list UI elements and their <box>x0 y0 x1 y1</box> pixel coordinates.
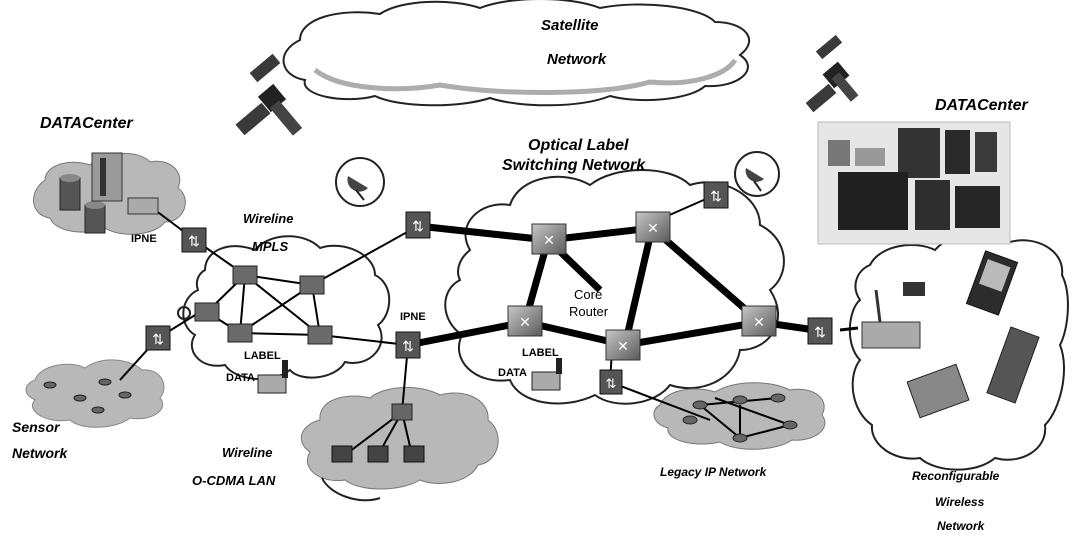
data-left: DATA <box>226 372 255 384</box>
optical-label-line1: Optical Label <box>528 137 629 154</box>
satellite-network-cloud <box>282 0 751 107</box>
svg-text:⇅: ⇅ <box>710 188 722 204</box>
svg-text:✕: ✕ <box>753 314 765 330</box>
wireless-label-line1: Reconfigurable <box>912 469 1000 483</box>
legacy-ip-label: Legacy IP Network <box>660 465 767 479</box>
ocdma-cloud <box>300 386 499 502</box>
satellite-icon-right <box>805 34 859 113</box>
data-right: DATA <box>498 367 527 379</box>
link-wireless-end <box>839 326 859 332</box>
satellite-icon-left <box>235 53 303 136</box>
svg-text:✕: ✕ <box>519 314 531 330</box>
svg-text:⇅: ⇅ <box>188 233 200 249</box>
mpls-label-line2: MPLS <box>252 239 289 254</box>
svg-text:✕: ✕ <box>647 220 659 236</box>
dish-icon-left <box>335 157 385 207</box>
satellite-network-label: Network <box>547 51 607 68</box>
wireless-devices <box>861 250 1040 419</box>
packet-icon-left <box>257 360 288 394</box>
ocdma-label-line2: O-CDMA LAN <box>192 473 276 488</box>
svg-text:✕: ✕ <box>617 338 629 354</box>
sensor-label-line1: Sensor <box>12 419 60 435</box>
svg-text:✕: ✕ <box>543 232 555 248</box>
datacenter-left-label: DATACenter <box>40 115 133 132</box>
sensor-cloud <box>25 359 165 428</box>
wireless-label-line3: Network <box>937 519 985 533</box>
wireless-label-line2: Wireless <box>935 495 985 509</box>
ipne-center-label: IPNE <box>400 311 426 323</box>
optical-label-line2: Switching Network <box>502 157 646 174</box>
sensor-label-line2: Network <box>12 445 68 461</box>
satellite-label: Satellite <box>541 17 599 34</box>
core-router-label-line2: Router <box>569 304 609 319</box>
mpls-router-nodes <box>177 265 333 345</box>
svg-text:⇅: ⇅ <box>412 218 424 234</box>
packet-icon-right <box>531 358 562 391</box>
datacenter-left-servers <box>59 152 159 234</box>
svg-text:⇅: ⇅ <box>402 338 414 354</box>
legacy-ip-nodes <box>682 393 798 443</box>
svg-text:⇅: ⇅ <box>606 376 617 391</box>
dish-icon-right <box>734 151 780 197</box>
optical-switching-cloud <box>444 169 785 405</box>
sensor-nodes <box>43 378 132 414</box>
ipne-left-label: IPNE <box>131 233 157 245</box>
label-left: LABEL <box>244 350 281 362</box>
svg-text:⇅: ⇅ <box>814 324 826 340</box>
label-right: LABEL <box>522 347 559 359</box>
core-router-label-line1: Core <box>574 287 603 302</box>
wireless-cloud <box>848 232 1069 471</box>
ocdma-nodes <box>331 403 425 463</box>
ocdma-label-line1: Wireline <box>222 445 273 460</box>
datacenter-right-photo <box>817 121 1011 245</box>
mpls-label-line1: Wireline <box>243 211 294 226</box>
core-router-nodes: ✕ ✕ ✕ ✕ ✕ <box>507 211 777 361</box>
datacenter-right-label: DATACenter <box>935 97 1028 114</box>
ipne-nodes: ⇅ ⇅ ⇅ ⇅ ⇅ ⇅ ⇅ <box>145 181 833 395</box>
svg-text:⇅: ⇅ <box>152 331 164 347</box>
